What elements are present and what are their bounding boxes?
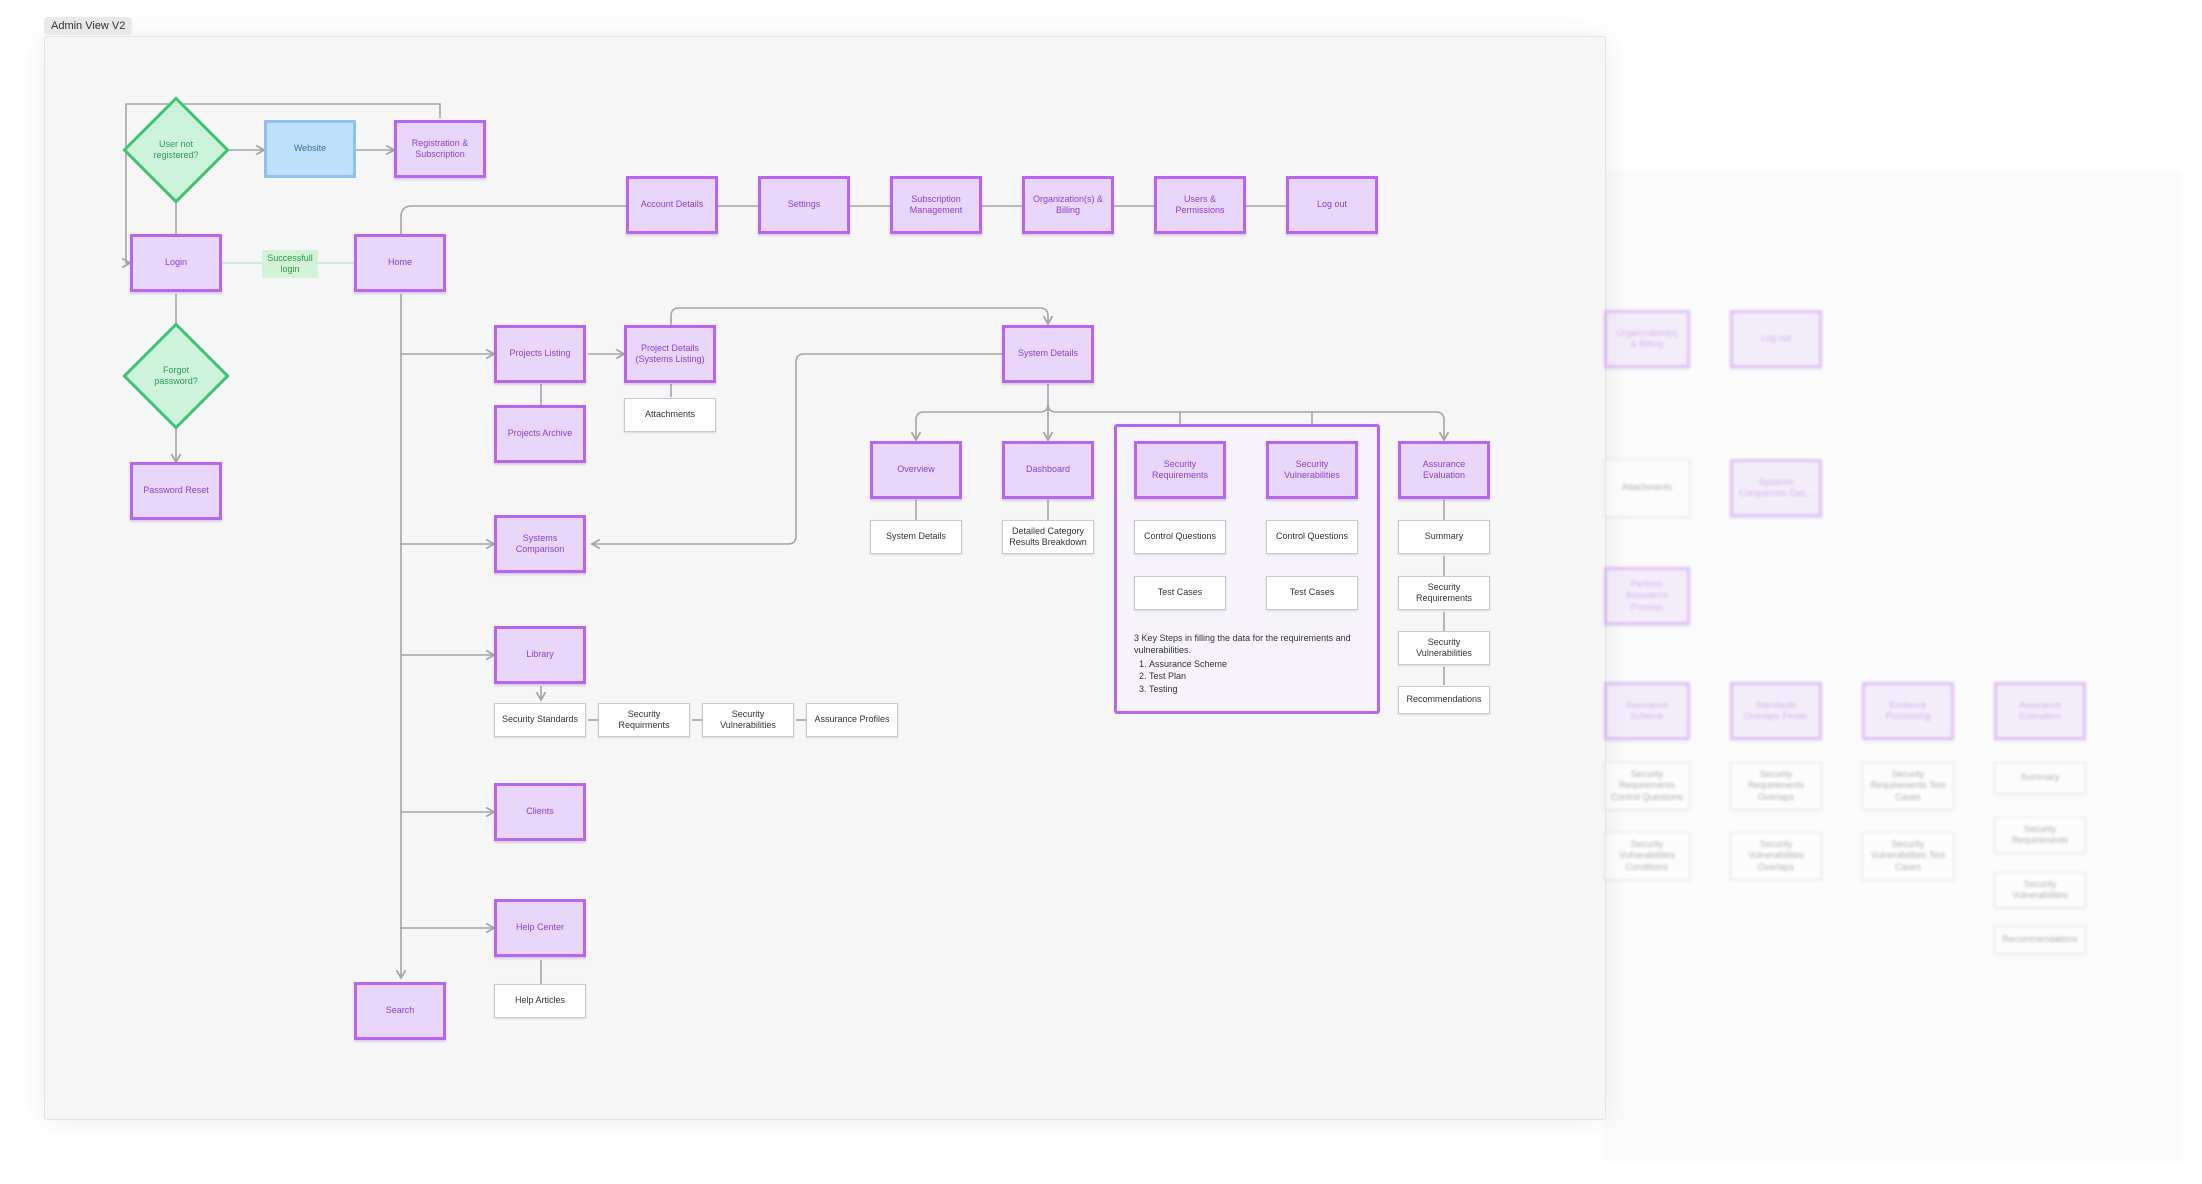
ae-security-requirements-node[interactable]: Security Requirements xyxy=(1398,576,1490,610)
users-permissions-node[interactable]: Users & Permissions xyxy=(1154,176,1246,234)
lib-security-standards-node[interactable]: Security Standards xyxy=(494,703,586,737)
vul-test-cases-node[interactable]: Test Cases xyxy=(1266,576,1358,610)
ghost-sr-control-questions-node: Security Requirements Control Questions xyxy=(1604,762,1690,810)
login-node[interactable]: Login xyxy=(130,234,222,292)
lib-security-requirements-node[interactable]: Security Requirments xyxy=(598,703,690,737)
ae-recommendations-node[interactable]: Recommendations xyxy=(1398,686,1490,714)
dashboard-node[interactable]: Dashboard xyxy=(1002,441,1094,499)
ghost-sr-overlaps-node: Security Requirements Overlaps xyxy=(1730,762,1822,810)
key-step-item: Assurance Scheme xyxy=(1149,658,1364,670)
key-steps-title: 3 Key Steps in filling the data for the … xyxy=(1134,633,1351,656)
registration-subscription-node[interactable]: Registration & Subscription xyxy=(394,120,486,178)
ghost-security-vulnerabilities-node: Security Vulnerabilities xyxy=(1994,872,2086,908)
key-steps-note: 3 Key Steps in filling the data for the … xyxy=(1134,632,1364,695)
ghost-assurance-process-node: Perform Assurance Process xyxy=(1604,567,1690,625)
website-node[interactable]: Website xyxy=(264,120,356,178)
ghost-sr-test-cases-node: Security Requirements Test Cases xyxy=(1862,762,1954,810)
subscription-management-node[interactable]: Subscription Management xyxy=(890,176,982,234)
ghost-recommendations-node: Recommendations xyxy=(1994,926,2086,954)
ghost-standards-overlaps-node: Standards Overlaps Finder xyxy=(1730,682,1822,740)
system-details-node[interactable]: System Details xyxy=(1002,325,1094,383)
password-reset-node[interactable]: Password Reset xyxy=(130,462,222,520)
ghost-assurance-evaluation-node: Assurance Evaluation xyxy=(1994,682,2086,740)
home-node[interactable]: Home xyxy=(354,234,446,292)
background-frame xyxy=(1604,170,2181,1162)
security-requirements-node[interactable]: Security Requirements xyxy=(1134,441,1226,499)
ghost-security-requirements-node: Security Requirements xyxy=(1994,817,2086,853)
help-articles-node[interactable]: Help Articles xyxy=(494,984,586,1018)
ae-security-vulnerabilities-node[interactable]: Security Vulnerabilities xyxy=(1398,631,1490,665)
systems-comparison-node[interactable]: Systems Comparison xyxy=(494,515,586,573)
vul-control-questions-node[interactable]: Control Questions xyxy=(1266,520,1358,554)
help-center-node[interactable]: Help Center xyxy=(494,899,586,957)
settings-node[interactable]: Settings xyxy=(758,176,850,234)
ghost-sv-overlaps-node: Security Vulnerabilities Overlaps xyxy=(1730,832,1822,880)
req-test-cases-node[interactable]: Test Cases xyxy=(1134,576,1226,610)
forgot-password-decision[interactable]: Forgot password? xyxy=(122,322,230,430)
ghost-evidence-processing-node: Evidence Processing xyxy=(1862,682,1954,740)
overview-node[interactable]: Overview xyxy=(870,441,962,499)
successful-login-label: Successfull login xyxy=(262,250,318,278)
ghost-org-billing-node: Organization(s) & Billing xyxy=(1604,310,1690,368)
project-details-node[interactable]: Project Details (Systems Listing) xyxy=(624,325,716,383)
ghost-summary-node: Summary xyxy=(1994,762,2086,794)
projects-archive-node[interactable]: Projects Archive xyxy=(494,405,586,463)
clients-node[interactable]: Clients xyxy=(494,783,586,841)
ghost-sv-conditions-node: Security Vulnerabilities Conditions xyxy=(1604,832,1690,880)
security-vulnerabilities-node[interactable]: Security Vulnerabilities xyxy=(1266,441,1358,499)
library-node[interactable]: Library xyxy=(494,626,586,684)
search-node[interactable]: Search xyxy=(354,982,446,1040)
frame-label[interactable]: Admin View V2 xyxy=(44,17,133,35)
ghost-log-out-node: Log out xyxy=(1730,310,1822,368)
category-breakdown-node[interactable]: Detailed Category Results Breakdown xyxy=(1002,520,1094,554)
req-control-questions-node[interactable]: Control Questions xyxy=(1134,520,1226,554)
decision-label: User not registered? xyxy=(153,138,199,160)
lib-assurance-profiles-node[interactable]: Assurance Profiles xyxy=(806,703,898,737)
key-step-item: Testing xyxy=(1149,683,1364,695)
user-not-registered-decision[interactable]: User not registered? xyxy=(122,96,230,204)
organization-billing-node[interactable]: Organization(s) & Billing xyxy=(1022,176,1114,234)
log-out-node[interactable]: Log out xyxy=(1286,176,1378,234)
key-step-item: Test Plan xyxy=(1149,670,1364,682)
ghost-assurance-scheme-node: Assurance Scheme xyxy=(1604,682,1690,740)
ghost-sv-test-cases-node: Security Vulnerabilities Test Cases xyxy=(1862,832,1954,880)
ghost-systems-comparison-node: Systems Comparison Das... xyxy=(1730,459,1822,517)
projects-listing-node[interactable]: Projects Listing xyxy=(494,325,586,383)
lib-security-vulnerabilities-node[interactable]: Security Vulnerabilities xyxy=(702,703,794,737)
assurance-evaluation-node[interactable]: Assurance Evaluation xyxy=(1398,441,1490,499)
overview-system-details-node[interactable]: System Details xyxy=(870,520,962,554)
ae-summary-node[interactable]: Summary xyxy=(1398,520,1490,554)
key-steps-list: Assurance Scheme Test Plan Testing xyxy=(1134,658,1364,694)
attachments-node[interactable]: Attachments xyxy=(624,398,716,432)
ghost-attachments-node: Attachments xyxy=(1604,459,1690,517)
account-details-node[interactable]: Account Details xyxy=(626,176,718,234)
decision-label: Forgot password? xyxy=(154,364,198,386)
